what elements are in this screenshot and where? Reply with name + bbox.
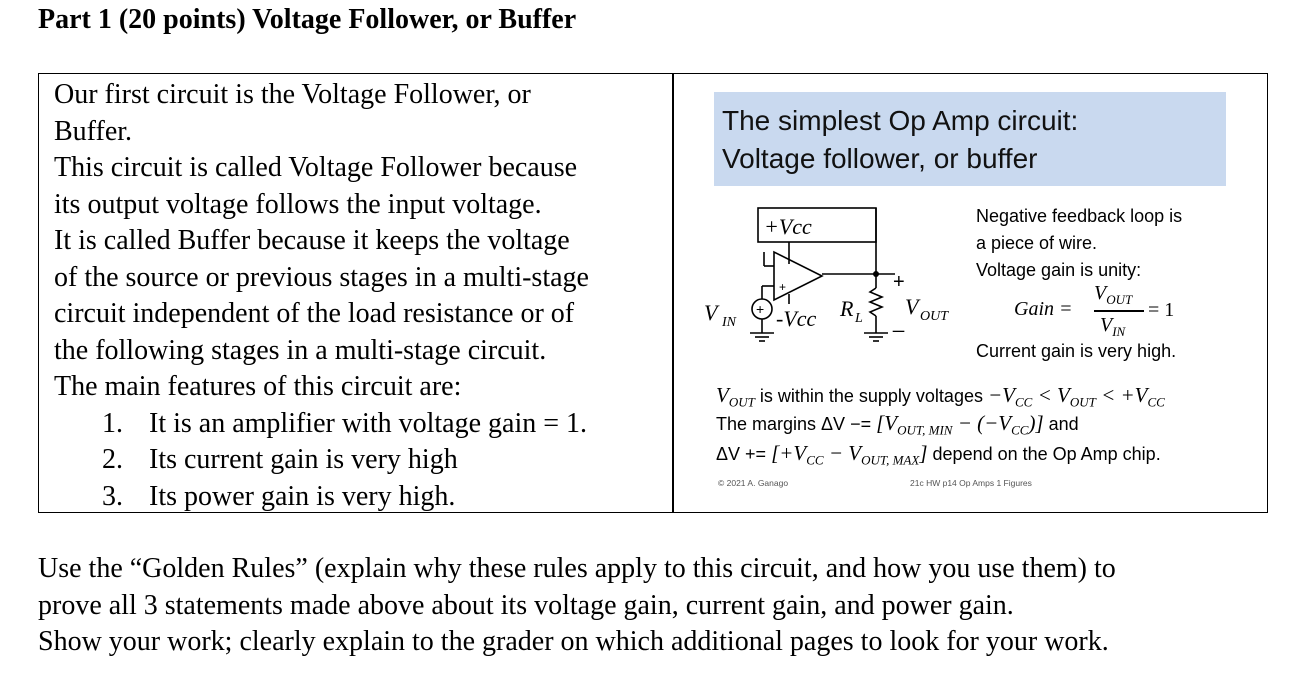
follower-line-1: This circuit is called Voltage Follower … (54, 152, 578, 183)
supply-line: VOUT is within the supply voltages −VCC … (716, 383, 1165, 411)
gain-label: Gain = (1014, 298, 1073, 320)
list-number: 3. (102, 480, 123, 512)
m2-vout: − V (823, 441, 862, 465)
rl-label: R (839, 296, 854, 321)
gain-den-v: V (1100, 314, 1113, 336)
vout-plus: + (893, 271, 905, 293)
vout-minus: _ (892, 311, 905, 333)
prompt-line-3: Show your work; clearly explain to the g… (38, 626, 1109, 657)
sup-pos-vcc: < +V (1095, 383, 1148, 407)
feedback-note-1: Negative feedback loop is (976, 206, 1183, 226)
m1-vout: [V (876, 411, 898, 435)
buffer-line-2: of the source or previous stages in a mu… (54, 261, 589, 293)
vout-sub: OUT (920, 309, 949, 324)
sup-lt-vout: < V (1032, 383, 1070, 407)
table-divider (672, 73, 674, 513)
gain-note: Voltage gain is unity: (976, 260, 1142, 280)
gain-num-v: V (1094, 282, 1107, 304)
rl-sub: L (854, 311, 863, 326)
vin-sub: IN (721, 315, 737, 330)
vcc-pos-label: +Vcc (764, 214, 812, 239)
margins-line-1: The margins ΔV −= [VOUT, MIN − (−VCC)] a… (716, 411, 1079, 439)
vcc-neg-label: -Vcc (776, 306, 817, 331)
current-gain-note: Current gain is very high. (976, 341, 1177, 361)
m1-vcc: − (−V (952, 411, 1012, 435)
vin-label: V (704, 300, 720, 325)
m2-text: ΔV += (716, 444, 772, 464)
output-node (873, 271, 879, 277)
list-text: It is an amplifier with voltage gain = 1… (149, 407, 588, 439)
list-item: 3. Its power gain is very high. (54, 479, 666, 516)
m2-vcc-sub: CC (806, 452, 824, 468)
slide-title-line-2: Voltage follower, or buffer (722, 143, 1038, 174)
m2-tail: depend on the Op Amp chip. (927, 444, 1161, 464)
sup-neg-vcc: −V (987, 383, 1015, 407)
load-resistor (867, 287, 885, 317)
list-text: Its current gain is very high (149, 444, 458, 475)
m1-vout-sub: OUT, MIN (897, 422, 953, 438)
follower-line-2: its output voltage follows the input vol… (54, 188, 542, 220)
fraction-bar (1094, 310, 1144, 312)
source-plus: + (756, 301, 764, 317)
sup-vout: V (716, 383, 729, 407)
slide-title: The simplest Op Amp circuit: Voltage fol… (722, 102, 1078, 178)
opamp-plus: + (779, 280, 786, 294)
m2-vout-sub: OUT, MAX (861, 452, 920, 468)
sup-pos-vcc-sub: CC (1147, 394, 1165, 410)
m1-close: )] (1028, 411, 1044, 435)
list-text: Its power gain is very high. (149, 480, 456, 512)
list-item: 1. It is an amplifier with voltage gain =… (54, 406, 666, 443)
buffer-line-4: the following stages in a multi-stage ci… (54, 334, 547, 366)
sup-neg-vcc-sub: CC (1014, 394, 1033, 410)
intro-line-1: Our first circuit is the Voltage Followe… (54, 79, 531, 110)
gain-denominator: VIN (1100, 314, 1125, 340)
sup-vout-sub: OUT (728, 394, 755, 410)
margins-line-2: ΔV += [+VCC − VOUT, MAX] depend on the O… (716, 441, 1161, 469)
content-table (38, 73, 1268, 513)
buffer-line-3: circuit independent of the load resistan… (54, 298, 575, 329)
m2-close: ] (919, 441, 928, 465)
copyright-note: © 2021 A. Ganago (718, 478, 789, 488)
slide-title-band (714, 92, 1226, 186)
intro-line-2: Buffer. (54, 115, 133, 147)
gain-value: = 1 (1148, 299, 1175, 321)
features-heading: The main features of this circuit are: (54, 371, 462, 402)
gain-den-sub: IN (1112, 324, 1126, 339)
slide-title-line-1: The simplest Op Amp circuit: (722, 105, 1079, 136)
features-list: 1. It is an amplifier with voltage gain =… (54, 406, 666, 516)
prompt-line-2: prove all 3 statements made above about … (38, 589, 1014, 621)
part-heading: Part 1 (20 points) Voltage Follower, or … (38, 4, 577, 35)
m1-text: The margins ΔV −= (716, 414, 877, 434)
vout-label: V (905, 294, 921, 319)
list-item: 2. Its current gain is very high (54, 442, 666, 479)
list-number: 2. (102, 444, 123, 475)
assignment-prompt: Use the “Golden Rules” (explain why thes… (38, 551, 1278, 661)
description-cell: Our first circuit is the Voltage Followe… (54, 77, 666, 515)
gain-equation: Gain = (1014, 298, 1073, 321)
gain-num-sub: OUT (1106, 292, 1133, 307)
sup-text: is within the supply voltages (754, 386, 988, 406)
gain-numerator: VOUT (1094, 282, 1132, 308)
m2-vcc: [+V (771, 441, 807, 465)
m1-and: and (1043, 414, 1079, 434)
sup-lt-vout-sub: OUT (1069, 394, 1096, 410)
op-amp-triangle (773, 250, 824, 302)
figure-reference: 21c HW p14 Op Amps 1 Figures (910, 478, 1032, 488)
voltage-follower-schematic: +Vcc V IN -Vcc R L V OUT + _ + + (704, 207, 949, 342)
m1-vcc-sub: CC (1011, 422, 1029, 438)
list-number: 1. (102, 407, 123, 439)
feedback-note-2: a piece of wire. (976, 233, 1098, 253)
buffer-line-1: It is called Buffer because it keeps the… (54, 225, 570, 256)
prompt-line-1: Use the “Golden Rules” (explain why thes… (38, 553, 1116, 584)
